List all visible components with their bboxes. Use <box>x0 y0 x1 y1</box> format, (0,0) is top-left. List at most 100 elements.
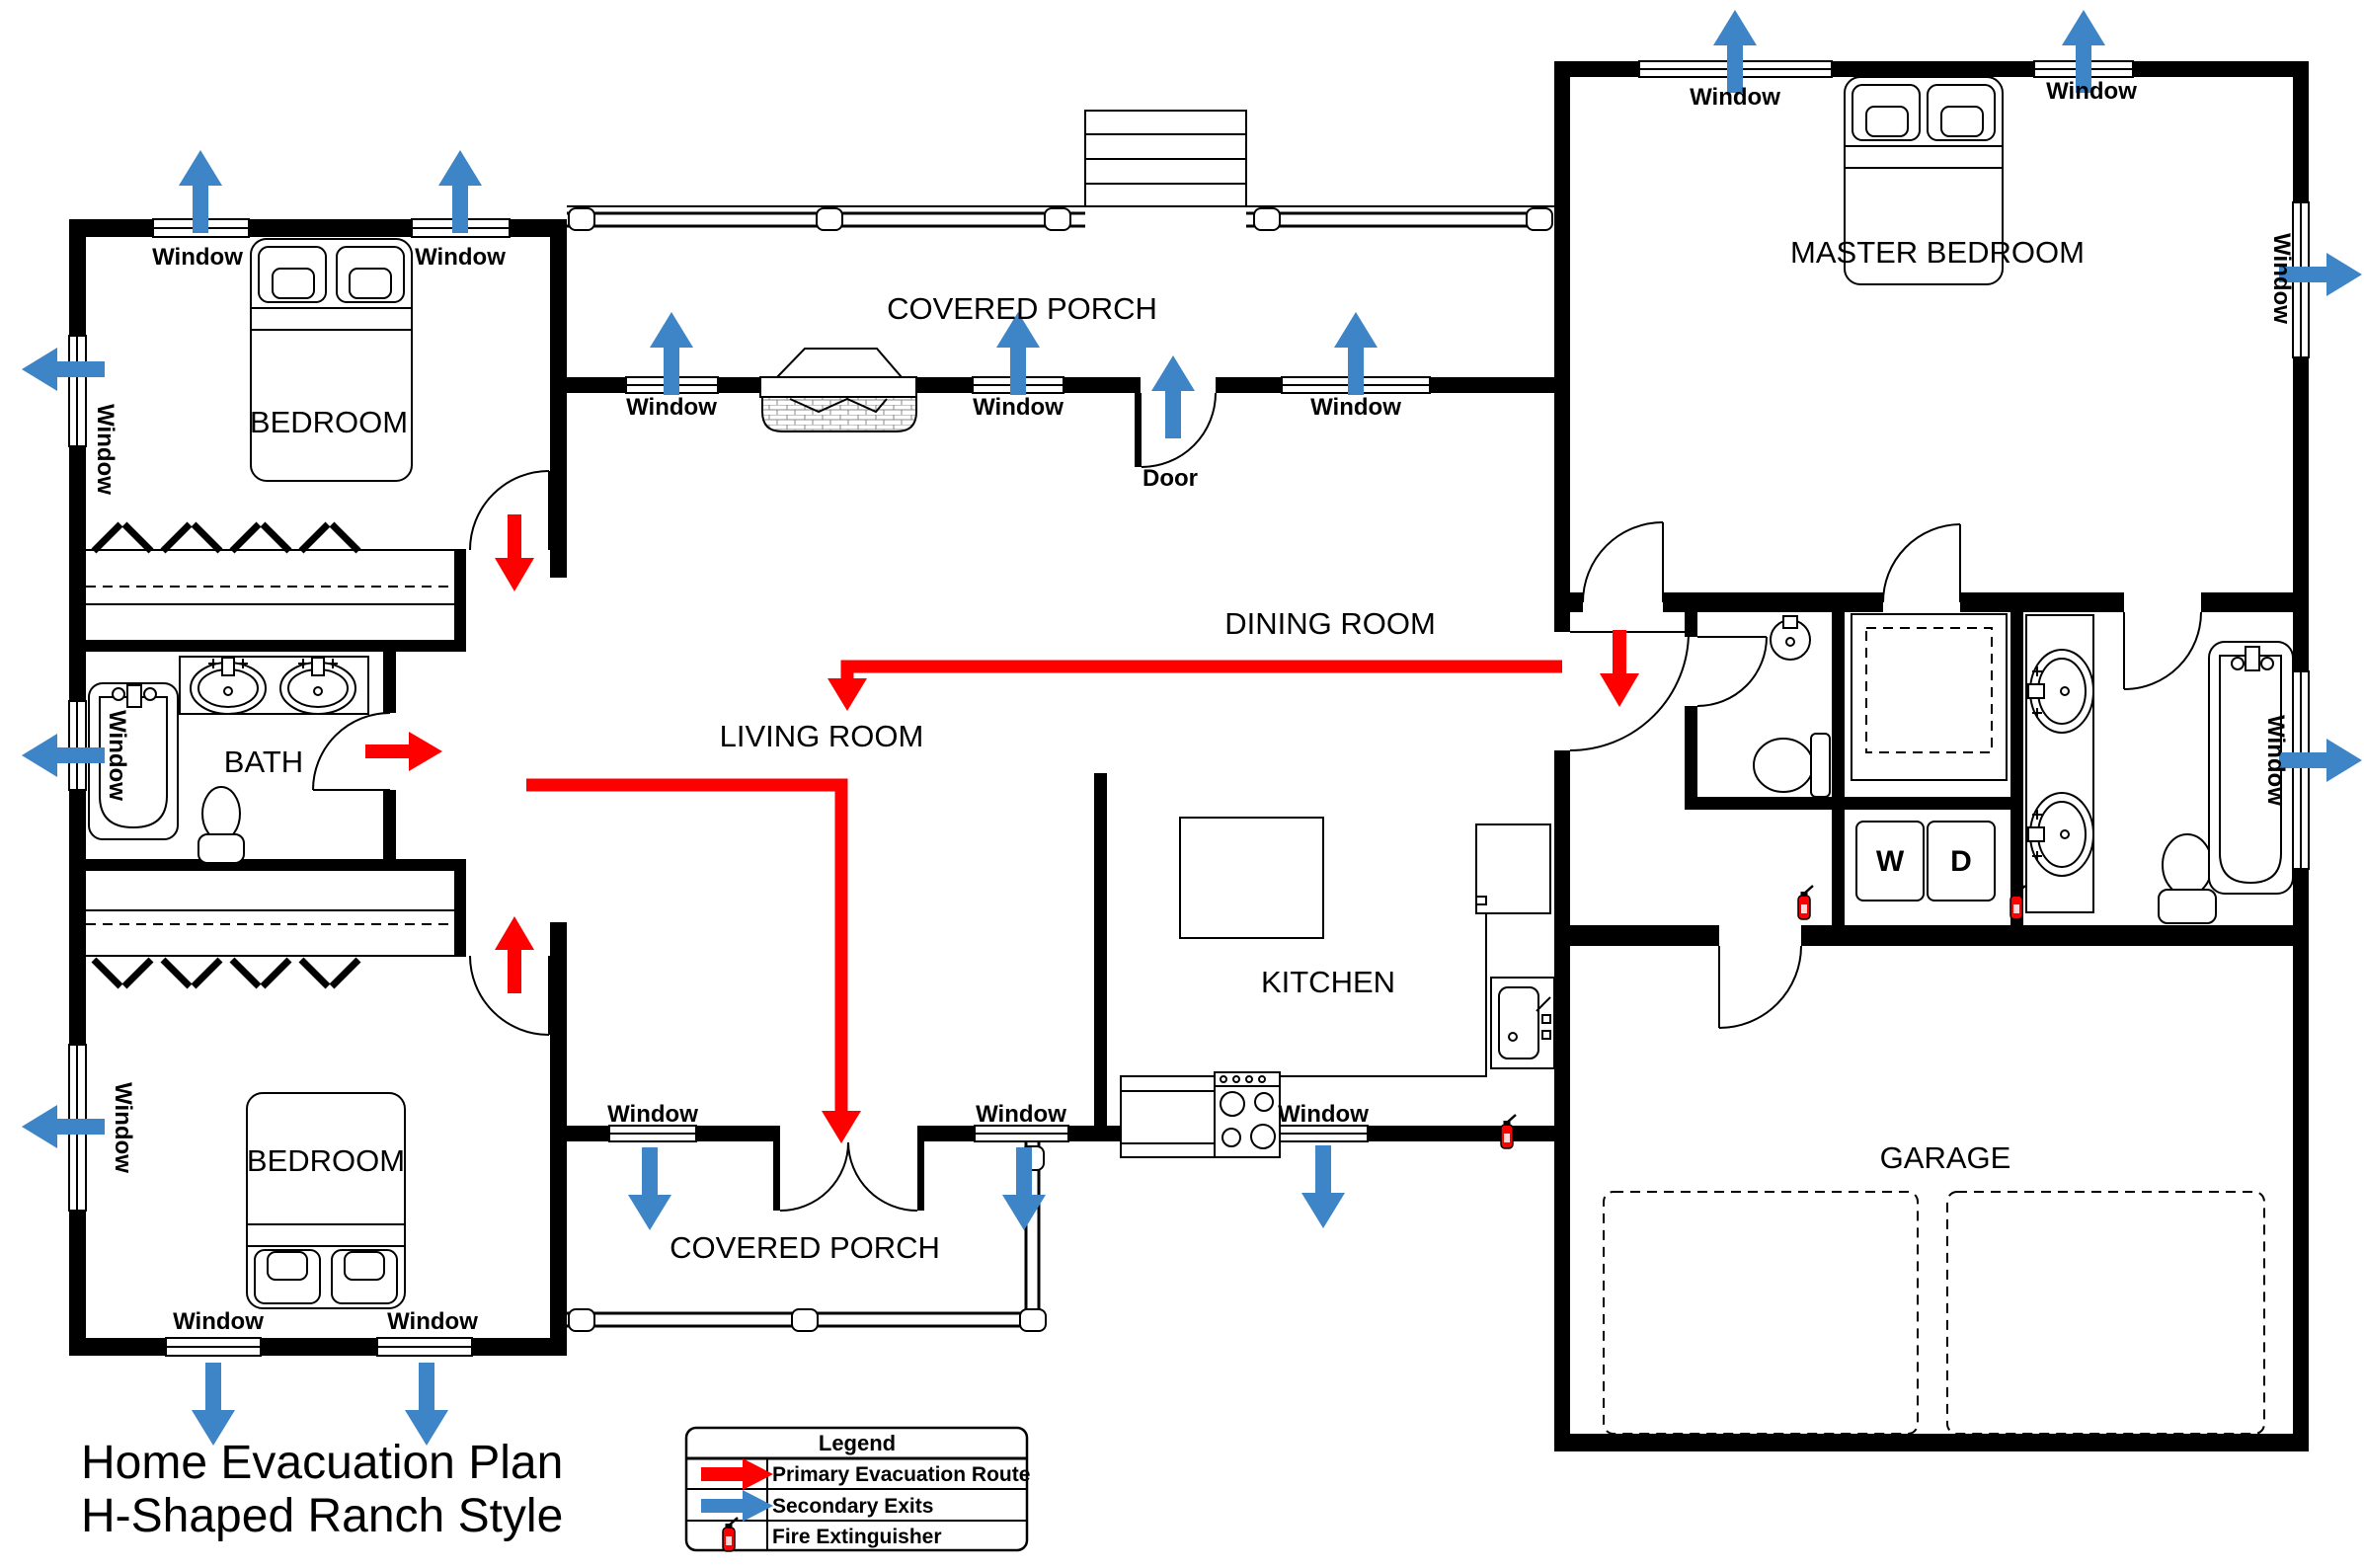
exit-arrow-left <box>22 348 105 391</box>
window-label: Window <box>976 1101 1066 1128</box>
window-labels: Window Window Window Window Window Door … <box>92 78 2295 1335</box>
title-line-1: Home Evacuation Plan <box>81 1437 563 1489</box>
master-tub <box>2208 641 2294 895</box>
label-kitchen: KITCHEN <box>1261 965 1395 999</box>
label-bath: BATH <box>224 745 303 779</box>
bedroom-bottom-door <box>469 955 550 1036</box>
bathtub <box>88 682 179 840</box>
railing-post <box>1019 1308 1047 1332</box>
route-dining-arrowhead <box>827 678 867 711</box>
stove <box>1214 1071 1281 1158</box>
porch-door <box>1135 392 1217 468</box>
legend-header: Legend <box>819 1431 896 1455</box>
plan-title: Home Evacuation Plan H-Shaped Ranch Styl… <box>81 1437 563 1542</box>
fireplace-grate <box>789 397 888 414</box>
window <box>1278 1125 1369 1142</box>
porch-bottom <box>567 1141 1047 1332</box>
kitchen-sink <box>1490 977 1555 1069</box>
closets <box>86 521 2008 989</box>
route-bedroom-bottom-arrow <box>495 916 534 993</box>
legend-red-arrow-icon <box>701 1458 773 1490</box>
walls <box>69 61 2309 1451</box>
parking-spot-right <box>1946 1191 2265 1435</box>
legend: Legend Primary Evacuation Route Secondar… <box>684 1426 1030 1553</box>
kitchen-counter <box>1120 913 1487 1158</box>
route-living-line <box>526 778 848 1112</box>
window-label: Window <box>973 394 1064 421</box>
window-label: Window <box>1690 84 1780 111</box>
exit-arrow-left <box>22 1105 105 1148</box>
porch-top <box>567 110 1554 231</box>
legend-item-primary: Primary Evacuation Route <box>772 1463 1030 1486</box>
window <box>974 1125 1069 1142</box>
window <box>68 335 87 447</box>
bath-door <box>312 712 391 791</box>
parking-spot-left <box>1603 1191 1919 1435</box>
route-master-arrow <box>1600 630 1639 707</box>
french-doors <box>773 1141 924 1212</box>
furniture <box>88 76 2294 1435</box>
walkin-closet <box>1851 613 2008 781</box>
small-bath-toilet <box>1753 733 1831 798</box>
closet-door <box>1882 523 1961 603</box>
fire-extinguisher-hall-1 <box>1796 884 1815 921</box>
railing-post <box>568 207 595 231</box>
master-bedroom-door <box>1582 521 1664 603</box>
label-dining-room: DINING ROOM <box>1224 606 1436 641</box>
label-living-room: LIVING ROOM <box>720 719 924 753</box>
kitchen-table <box>1179 817 1324 939</box>
exit-arrow-up-door <box>1151 355 1195 438</box>
garage-hall-door <box>1718 945 1802 1029</box>
label-garage: GARAGE <box>1880 1140 2011 1175</box>
window-label: Window <box>387 1308 478 1335</box>
window-label: Window <box>1310 394 1401 421</box>
railing-post <box>791 1308 819 1332</box>
label-covered-porch-top: COVERED PORCH <box>887 291 1157 326</box>
primary-routes <box>365 514 1639 1143</box>
master-toilet <box>2158 833 2217 924</box>
closet-hangers-top <box>91 521 361 554</box>
window-label-rotated: Window <box>92 404 118 495</box>
bed-top <box>250 238 413 482</box>
window-label: Window <box>2046 78 2137 105</box>
route-bedroom-top-arrow <box>495 514 534 591</box>
small-bath-sink <box>1770 615 1811 661</box>
washer <box>1855 821 1925 902</box>
window <box>608 1125 697 1142</box>
porch-steps <box>1084 110 1247 207</box>
window-label-rotated: Window <box>104 710 130 801</box>
window-label: Window <box>626 394 717 421</box>
railing-post <box>1526 207 1553 231</box>
railing-post <box>816 207 843 231</box>
legend-blue-arrow-icon <box>701 1490 773 1522</box>
railing-post <box>1044 207 1071 231</box>
route-dining-line <box>840 660 1562 679</box>
route-bath-arrow <box>365 732 442 771</box>
window <box>68 700 87 791</box>
window <box>376 1337 473 1357</box>
label-dryer: D <box>1950 845 1972 878</box>
label-washer: W <box>1876 845 1905 878</box>
exit-arrow-up <box>1713 10 1757 93</box>
window-label-rotated: Window <box>110 1082 136 1173</box>
doors <box>312 392 2202 1212</box>
legend-item-extinguisher: Fire Extinguisher <box>772 1526 942 1548</box>
window-label-rotated: Window <box>2268 233 2295 324</box>
closet-hangers-bottom <box>91 957 361 989</box>
window-label: Window <box>152 244 243 271</box>
bed-bottom <box>246 1092 406 1309</box>
fire-extinguishers <box>1499 884 2027 1150</box>
window-label: Window <box>173 1308 264 1335</box>
label-bedroom-bottom: BEDROOM <box>247 1143 405 1178</box>
window-label: Window <box>415 244 506 271</box>
railing-post <box>1253 207 1281 231</box>
label-master-bedroom: MASTER BEDROOM <box>1790 235 2085 270</box>
bedroom-top-door <box>469 470 550 551</box>
room-labels: BEDROOM BEDROOM BATH LIVING ROOM DINING … <box>224 235 2085 1265</box>
dryer <box>1927 821 1996 902</box>
window-label-rotated: Window <box>2262 715 2289 806</box>
railing-post <box>568 1308 595 1332</box>
refrigerator <box>1475 823 1551 914</box>
